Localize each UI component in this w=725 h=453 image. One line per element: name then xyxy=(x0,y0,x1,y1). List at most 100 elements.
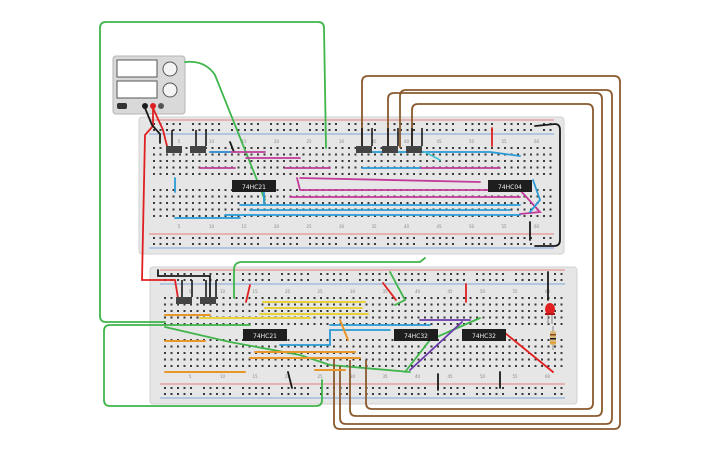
breadboard-hole[interactable] xyxy=(257,215,259,217)
breadboard-hole[interactable] xyxy=(478,237,480,239)
breadboard-hole[interactable] xyxy=(528,303,530,306)
breadboard-hole[interactable] xyxy=(250,195,253,198)
breadboard-hole[interactable] xyxy=(211,147,214,149)
breadboard-hole[interactable] xyxy=(476,387,478,389)
breadboard-hole[interactable] xyxy=(495,358,498,361)
breadboard-hole[interactable] xyxy=(172,173,175,175)
breadboard-hole[interactable] xyxy=(289,147,292,149)
breadboard-hole[interactable] xyxy=(153,202,155,204)
breadboard-hole[interactable] xyxy=(198,215,201,217)
breadboard-hole[interactable] xyxy=(307,358,309,361)
breadboard-hole[interactable] xyxy=(153,215,155,217)
breadboard-hole[interactable] xyxy=(274,303,277,306)
breadboard-hole[interactable] xyxy=(549,166,552,169)
breadboard-hole[interactable] xyxy=(443,303,446,306)
breadboard-hole[interactable] xyxy=(294,297,296,299)
breadboard-hole[interactable] xyxy=(530,237,532,239)
breadboard-hole[interactable] xyxy=(510,160,513,162)
breadboard-hole[interactable] xyxy=(172,189,175,191)
breadboard-hole[interactable] xyxy=(211,243,214,245)
breadboard-hole[interactable] xyxy=(283,243,285,245)
breadboard-hole[interactable] xyxy=(491,173,493,175)
breadboard-hole[interactable] xyxy=(482,323,485,325)
breadboard-hole[interactable] xyxy=(430,323,433,325)
chip-upper-right[interactable]: 74HC04 xyxy=(488,180,532,192)
breadboard-hole[interactable] xyxy=(274,345,277,348)
breadboard-hole[interactable] xyxy=(476,323,478,325)
breadboard-hole[interactable] xyxy=(341,202,344,204)
breadboard-hole[interactable] xyxy=(502,352,504,354)
breadboard-hole[interactable] xyxy=(549,208,552,211)
breadboard-hole[interactable] xyxy=(172,243,175,245)
breadboard-hole[interactable] xyxy=(242,387,244,389)
breadboard-hole[interactable] xyxy=(326,339,329,341)
breadboard-hole[interactable] xyxy=(417,310,420,312)
breadboard-hole[interactable] xyxy=(469,316,472,319)
breadboard-hole[interactable] xyxy=(385,310,387,312)
breadboard-hole[interactable] xyxy=(495,345,498,348)
breadboard-hole[interactable] xyxy=(439,215,441,217)
breadboard-hole[interactable] xyxy=(359,393,361,395)
breadboard-hole[interactable] xyxy=(335,153,337,156)
breadboard-hole[interactable] xyxy=(341,215,344,217)
breadboard-hole[interactable] xyxy=(294,358,296,361)
breadboard-hole[interactable] xyxy=(560,273,563,275)
breadboard-hole[interactable] xyxy=(326,358,329,361)
breadboard-hole[interactable] xyxy=(346,323,348,325)
breadboard-hole[interactable] xyxy=(237,153,240,156)
breadboard-hole[interactable] xyxy=(196,316,199,319)
breadboard-hole[interactable] xyxy=(296,129,298,131)
breadboard-hole[interactable] xyxy=(560,393,563,395)
breadboard-hole[interactable] xyxy=(320,297,322,299)
breadboard-hole[interactable] xyxy=(198,153,201,156)
breadboard-hole[interactable] xyxy=(450,316,452,319)
breadboard-hole[interactable] xyxy=(300,339,303,341)
breadboard-hole[interactable] xyxy=(504,147,506,149)
breadboard-hole[interactable] xyxy=(458,215,461,217)
breadboard-hole[interactable] xyxy=(510,123,513,125)
breadboard-hole[interactable] xyxy=(398,273,400,275)
breadboard-hole[interactable] xyxy=(222,352,225,354)
breadboard-hole[interactable] xyxy=(508,303,511,306)
breadboard-hole[interactable] xyxy=(554,303,556,306)
breadboard-hole[interactable] xyxy=(268,297,270,299)
breadboard-hole[interactable] xyxy=(478,202,480,204)
breadboard-hole[interactable] xyxy=(315,173,318,175)
breadboard-hole[interactable] xyxy=(216,339,218,341)
breadboard-hole[interactable] xyxy=(255,387,257,389)
breadboard-hole[interactable] xyxy=(543,173,545,175)
breadboard-hole[interactable] xyxy=(463,387,465,389)
breadboard-hole[interactable] xyxy=(326,345,329,348)
breadboard-hole[interactable] xyxy=(450,297,452,299)
breadboard-hole[interactable] xyxy=(274,310,277,312)
breadboard-hole[interactable] xyxy=(411,316,413,319)
breadboard-hole[interactable] xyxy=(209,345,212,348)
breadboard-hole[interactable] xyxy=(198,208,201,211)
breadboard-hole[interactable] xyxy=(456,358,459,361)
breadboard-hole[interactable] xyxy=(190,279,192,281)
breadboard-hole[interactable] xyxy=(452,215,454,217)
breadboard-hole[interactable] xyxy=(211,173,214,175)
breadboard-hole[interactable] xyxy=(209,303,212,306)
breadboard-hole[interactable] xyxy=(300,345,303,348)
breadboard-hole[interactable] xyxy=(411,387,413,389)
breadboard-hole[interactable] xyxy=(476,365,478,367)
breadboard-hole[interactable] xyxy=(307,365,309,367)
breadboard-hole[interactable] xyxy=(248,352,251,354)
breadboard-hole[interactable] xyxy=(198,189,201,191)
breadboard-hole[interactable] xyxy=(478,215,480,217)
breadboard-hole[interactable] xyxy=(404,387,407,389)
breadboard-hole[interactable] xyxy=(205,173,207,175)
breadboard-hole[interactable] xyxy=(391,297,394,299)
breadboard-hole[interactable] xyxy=(300,273,303,275)
breadboard-hole[interactable] xyxy=(543,208,545,211)
breadboard-hole[interactable] xyxy=(216,358,218,361)
breadboard-hole[interactable] xyxy=(469,297,472,299)
wires-brown[interactable] xyxy=(333,75,621,430)
breadboard-hole[interactable] xyxy=(471,237,474,239)
breadboard-hole[interactable] xyxy=(359,273,361,275)
breadboard-hole[interactable] xyxy=(261,365,264,367)
breadboard-hole[interactable] xyxy=(400,237,402,239)
breadboard-hole[interactable] xyxy=(235,365,238,367)
breadboard-hole[interactable] xyxy=(372,316,374,319)
